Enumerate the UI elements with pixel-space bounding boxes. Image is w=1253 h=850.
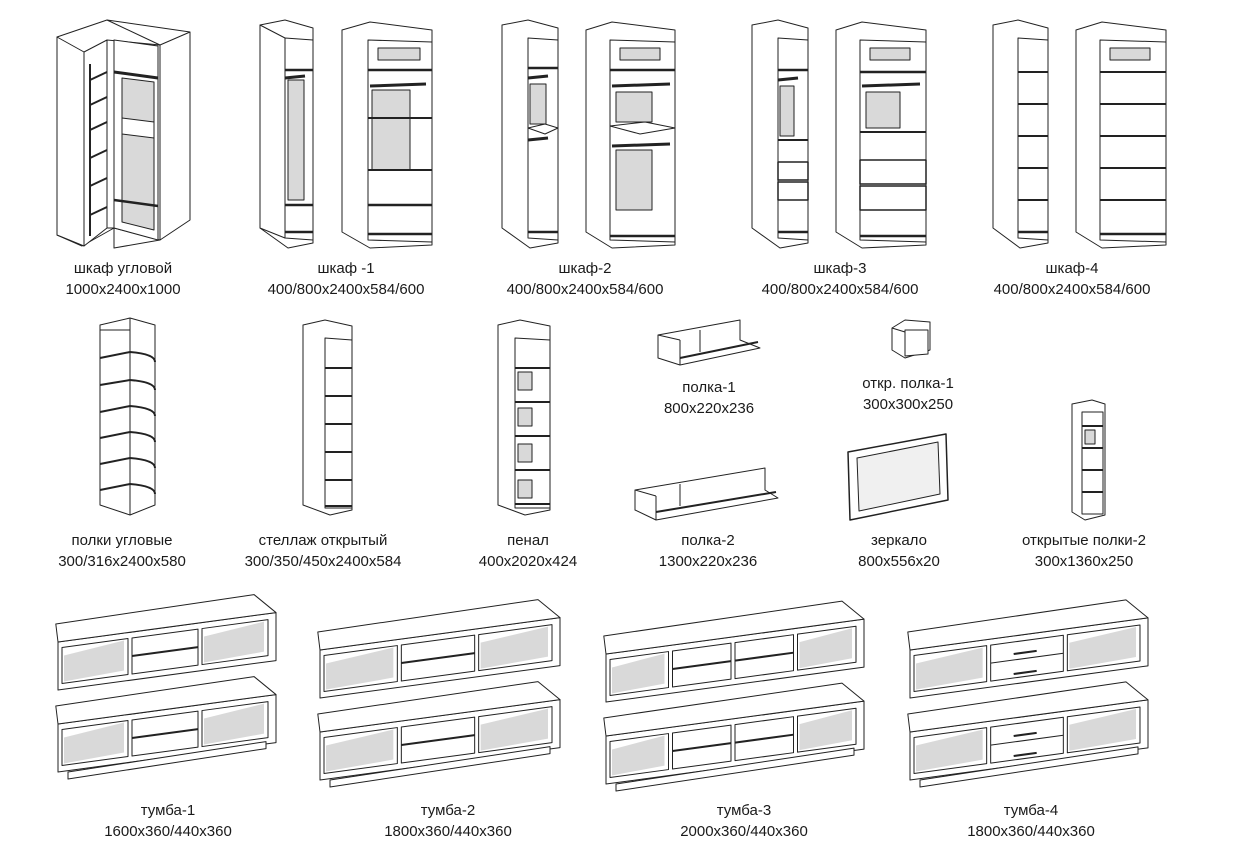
open-shelf-1-illustration — [891, 319, 931, 359]
item-size: 1600х360/440х360 — [104, 823, 232, 840]
item-size: 1800х360/440х360 — [384, 823, 512, 840]
item-size: 1000х2400х1000 — [65, 281, 181, 298]
tv-stand-4-top — [907, 599, 1149, 699]
corner-shelves-illustration — [99, 317, 156, 516]
caption-1: шкаф угловой 1000х2400х1000 — [65, 258, 180, 300]
corner-wardrobe-illustration — [56, 19, 191, 249]
item-size: 400/800х2400х584/600 — [506, 281, 664, 298]
caption-4: шкаф-3 400/800х2400х584/600 — [762, 258, 919, 300]
tv-stand-4-bottom — [907, 681, 1149, 788]
item-name: тумба-3 — [716, 802, 772, 819]
item-size: 800х556х20 — [858, 553, 940, 570]
item-name: стеллаж открытый — [258, 532, 388, 549]
item-name: шкаф -1 — [317, 260, 375, 277]
tv-stand-2-top — [317, 599, 561, 699]
caption-17: тумба-4 1800х360/440х360 — [967, 800, 1095, 842]
item-name: шкаф-3 — [813, 260, 867, 277]
item-size: 1800х360/440х360 — [967, 823, 1095, 840]
item-name: зеркало — [871, 532, 927, 549]
caption-6: полки угловые 300/316х2400х580 — [58, 530, 186, 572]
caption-12: зеркало 800х556х20 — [858, 530, 940, 572]
item-size: 800х220х236 — [663, 400, 755, 417]
item-size: 300х1360х250 — [1034, 553, 1134, 570]
caption-11: полка-2 1300х220х236 — [659, 530, 757, 572]
item-size: 400/800х2400х584/600 — [993, 281, 1151, 298]
item-name: шкаф-2 — [558, 260, 612, 277]
item-name: пенал — [507, 532, 549, 549]
caption-8: пенал 400х2020х424 — [479, 530, 577, 572]
tv-stand-3-bottom — [603, 682, 865, 792]
tv-stand-2-bottom — [317, 681, 561, 788]
caption-10: откр. полка-1 300х300х250 — [862, 373, 954, 415]
tv-stand-1-top — [55, 594, 277, 691]
caption-16: тумба-3 2000х360/440х360 — [680, 800, 808, 842]
item-name: откр. полка-1 — [862, 375, 954, 392]
item-size: 1300х220х236 — [658, 553, 758, 570]
wardrobe-1-illustration — [259, 19, 433, 249]
caption-14: тумба-1 1600х360/440х360 — [104, 800, 232, 842]
mirror-illustration — [847, 433, 949, 521]
tv-stand-1-bottom — [55, 676, 277, 780]
caption-7: стеллаж открытый 300/350/450х2400х584 — [245, 530, 402, 572]
item-name: шкаф-4 — [1045, 260, 1099, 277]
caption-13: открытые полки-2 300х1360х250 — [1022, 530, 1146, 572]
item-name: тумба-2 — [420, 802, 476, 819]
item-name: полка-2 — [681, 532, 735, 549]
penal-illustration — [497, 319, 551, 516]
open-shelves-2-illustration — [1071, 399, 1106, 521]
item-size: 400х2020х424 — [478, 553, 578, 570]
item-name: открытые полки-2 — [1022, 532, 1146, 549]
item-size: 300/350/450х2400х584 — [244, 553, 402, 570]
item-size: 2000х360/440х360 — [680, 823, 808, 840]
caption-15: тумба-2 1800х360/440х360 — [384, 800, 512, 842]
item-size: 300х300х250 — [862, 396, 954, 413]
item-name: полки угловые — [71, 532, 173, 549]
item-name: полка-1 — [682, 379, 736, 396]
item-name: шкаф угловой — [73, 260, 173, 277]
wardrobe-4-illustration — [992, 19, 1167, 249]
shelf-1-illustration — [657, 319, 761, 366]
caption-9: полка-1 800х220х236 — [664, 377, 754, 419]
caption-3: шкаф-2 400/800х2400х584/600 — [507, 258, 664, 300]
open-rack-illustration — [302, 319, 353, 516]
wardrobe-2-illustration — [501, 19, 676, 249]
caption-2: шкаф -1 400/800х2400х584/600 — [268, 258, 425, 300]
wardrobe-3-illustration — [751, 19, 927, 249]
tv-stand-3-top — [603, 600, 865, 703]
shelf-2-illustration — [634, 467, 779, 521]
item-name: тумба-1 — [140, 802, 196, 819]
caption-5: шкаф-4 400/800х2400х584/600 — [994, 258, 1151, 300]
item-size: 400/800х2400х584/600 — [761, 281, 919, 298]
item-size: 300/316х2400х580 — [58, 553, 186, 570]
item-size: 400/800х2400х584/600 — [267, 281, 425, 298]
item-name: тумба-4 — [1003, 802, 1059, 819]
